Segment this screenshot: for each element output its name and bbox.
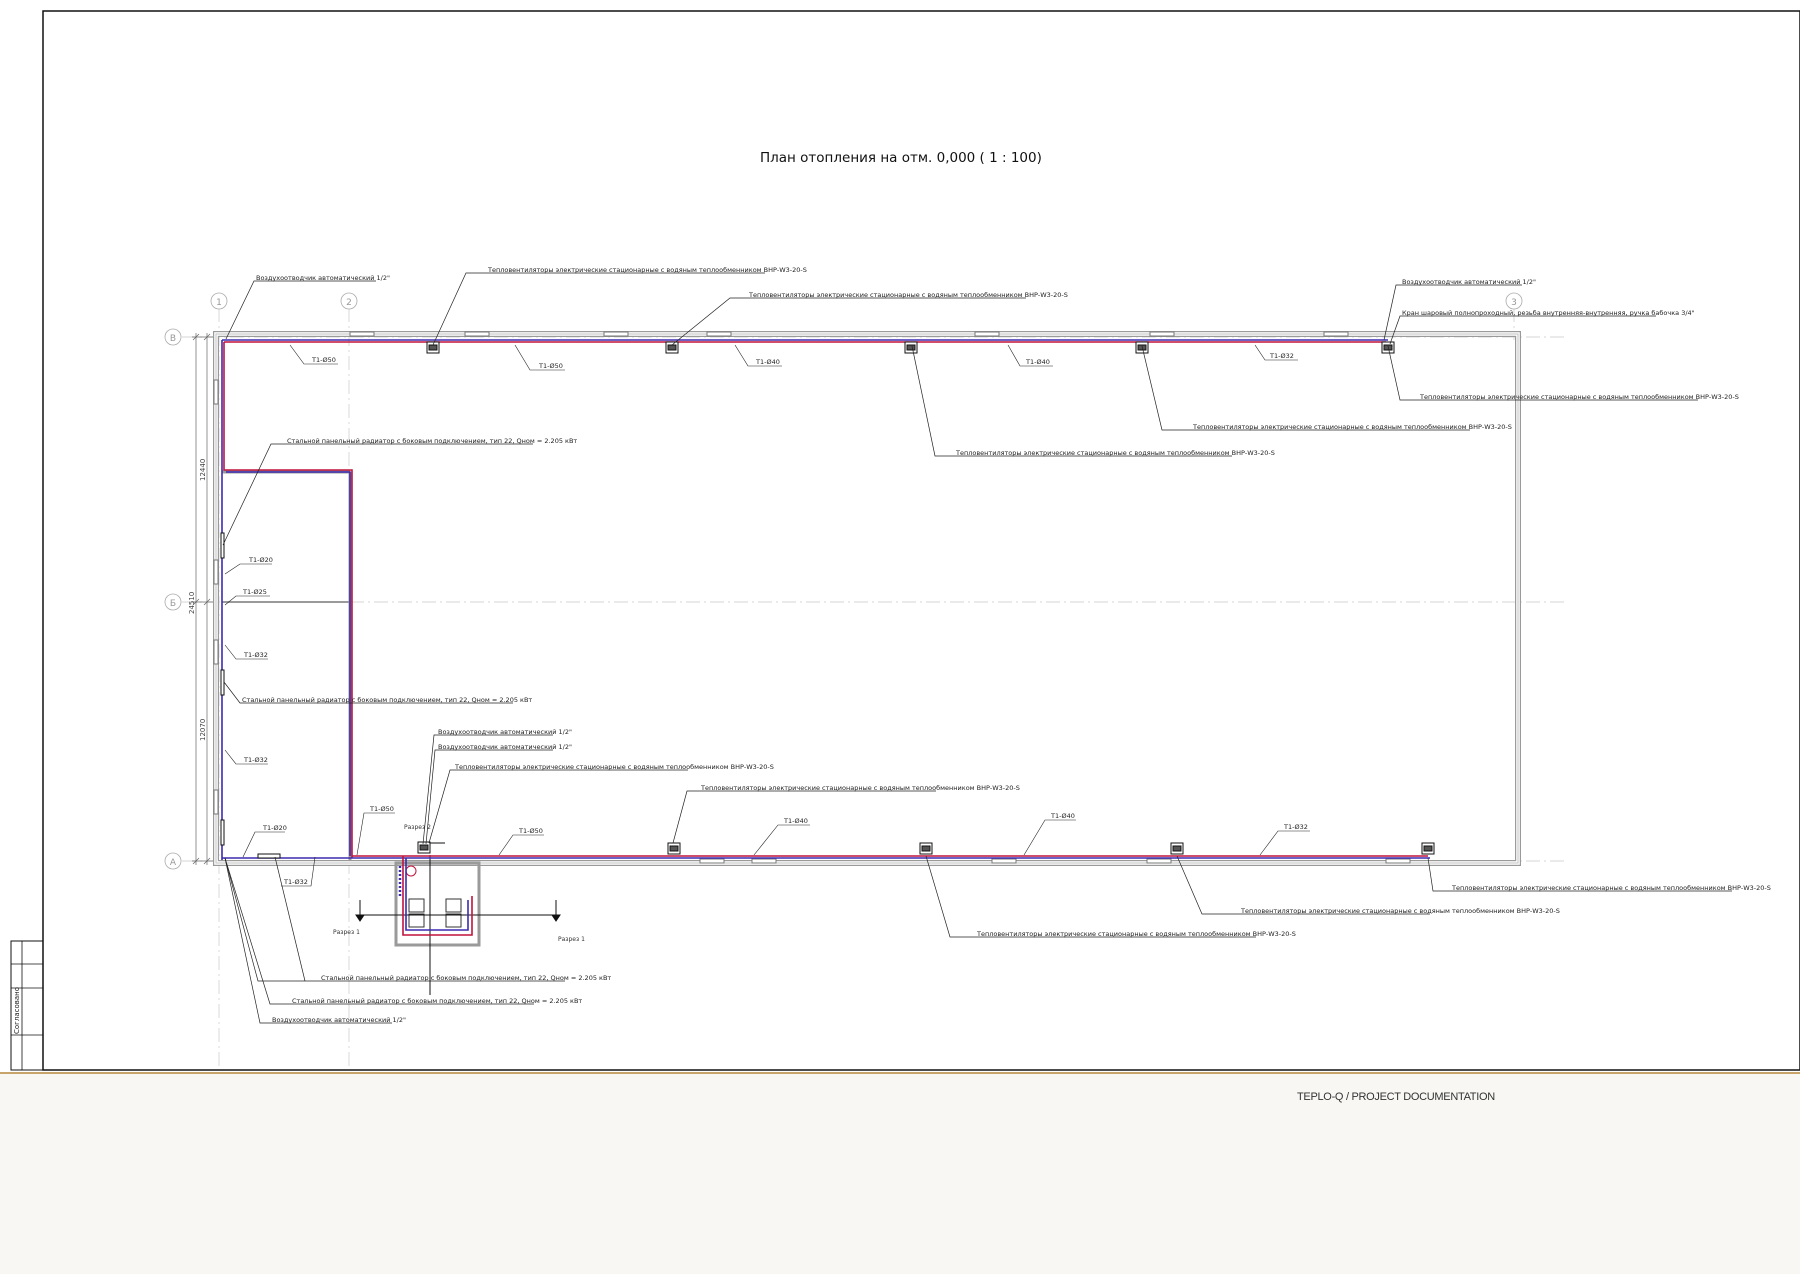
page-footer: TEPLO-Q / PROJECT DOCUMENTATION (0, 1072, 1800, 1274)
pipe-tag: Т1-Ø50 (311, 356, 336, 364)
heating-plan-drawing: Согласовано План отопления на отм. 0,000… (10, 10, 1800, 1071)
pipe-tag: Т1-Ø25 (242, 588, 267, 596)
section-mark-left: Разрез 1 (333, 929, 360, 936)
callout-fan-heater: Тепловентиляторы электрические стационар… (700, 784, 1020, 792)
callout-fan-heater: Тепловентиляторы электрические стационар… (487, 266, 807, 274)
callout-radiator: Стальной панельный радиатор с боковым по… (292, 997, 582, 1005)
callout-fan-heater: Тепловентиляторы электрические стационар… (748, 291, 1068, 299)
callout-fan-heater: Тепловентиляторы электрические стационар… (1419, 393, 1739, 401)
dimension-chain (192, 333, 213, 865)
dimension-upper: 12440 (199, 459, 207, 481)
return-pipe-left-b (226, 471, 351, 856)
callout-fan-heater: Тепловентиляторы электрические стационар… (1192, 423, 1512, 431)
callout-fan-heater: Тепловентиляторы электрические стационар… (955, 449, 1275, 457)
axis-label-b: Б (170, 599, 176, 609)
pipe-tag: Т1-Ø32 (1269, 352, 1294, 360)
pipe-tag: Т1-Ø20 (248, 556, 273, 564)
boiler-supply (402, 856, 473, 936)
axis-label-v: В (170, 334, 176, 344)
pipe-tags: Т1-Ø50 Т1-Ø50 Т1-Ø40 Т1-Ø40 Т1-Ø32 Т1-Ø2… (242, 352, 1308, 886)
axis-label-3: 3 (1511, 298, 1517, 308)
section-line (355, 842, 561, 995)
pipe-tag: Т1-Ø50 (369, 805, 394, 813)
leader-lines (222, 272, 1732, 1024)
pipe-tag: Т1-Ø40 (783, 817, 808, 825)
axis-label-2: 2 (346, 298, 352, 308)
pipe-tag-underlines (224, 344, 1310, 887)
pipe-tag: Т1-Ø32 (243, 756, 268, 764)
pipe-tag: Т1-Ø40 (755, 358, 780, 366)
callout-fan-heater: Тепловентиляторы электрические стационар… (1451, 884, 1771, 892)
pipe-tag: Т1-Ø20 (262, 824, 287, 832)
axis-label-a: А (170, 858, 177, 868)
pipe-tag: Т1-Ø32 (243, 651, 268, 659)
drawing-sheet: Согласовано План отопления на отм. 0,000… (10, 10, 1800, 1071)
dimension-lower: 12070 (199, 719, 207, 741)
boiler-return (405, 858, 469, 931)
axis-label-1: 1 (216, 298, 222, 308)
callout-radiator: Стальной панельный радиатор с боковым по… (242, 696, 532, 704)
pipe-tag: Т1-Ø40 (1050, 812, 1075, 820)
supply-pipe-left (223, 342, 353, 858)
grid-bubbles: 1 2 3 В Б А (164, 292, 1523, 870)
callout-fan-heater: Тепловентиляторы электрические стационар… (454, 763, 774, 771)
callout-radiator: Стальной панельный радиатор с боковым по… (287, 437, 577, 445)
pipe-tag: Т1-Ø40 (1025, 358, 1050, 366)
callout-air-vent: Воздухоотводчик автоматический 1/2" (438, 728, 572, 736)
fan-heaters (417, 341, 1435, 855)
pipe-tag: Т1-Ø50 (538, 362, 563, 370)
pipe-tag: Т1-Ø32 (283, 878, 308, 886)
sheet-frame (42, 10, 1800, 1071)
callout-air-vent: Воздухоотводчик автоматический 1/2" (272, 1016, 406, 1024)
dimension-total: 24510 (188, 592, 196, 614)
pipe-tag: Т1-Ø50 (518, 827, 543, 835)
callout-radiator: Стальной панельный радиатор с боковым по… (321, 974, 611, 982)
section-mark-right: Разрез 1 (558, 936, 585, 943)
footer-caption: TEPLO-Q / PROJECT DOCUMENTATION (1297, 1091, 1495, 1103)
callout-fan-heater: Тепловентиляторы электрические стационар… (976, 930, 1296, 938)
pipe-tag: Т1-Ø32 (1283, 823, 1308, 831)
piping (221, 339, 1430, 936)
callout-air-vent: Воздухоотводчик автоматический 1/2" (1402, 278, 1536, 286)
boiler-room (394, 861, 481, 947)
approval-stamp: Согласовано (10, 940, 44, 1071)
callout-air-vent: Воздухоотводчик автоматический 1/2" (438, 743, 572, 751)
section-mark-2: Разрез 2 (404, 824, 431, 831)
callout-fan-heater: Тепловентиляторы электрические стационар… (1240, 907, 1560, 915)
drawing-title: План отопления на отм. 0,000 ( 1 : 100) (760, 150, 1042, 166)
callout-ball-valve: Кран шаровый полнопроходный, резьба внут… (1402, 309, 1695, 317)
callouts: Воздухоотводчик автоматический 1/2" Тепл… (242, 266, 1771, 1024)
callout-air-vent: Воздухоотводчик автоматический 1/2" (256, 274, 390, 282)
approval-stamp-label: Согласовано (13, 987, 21, 1034)
